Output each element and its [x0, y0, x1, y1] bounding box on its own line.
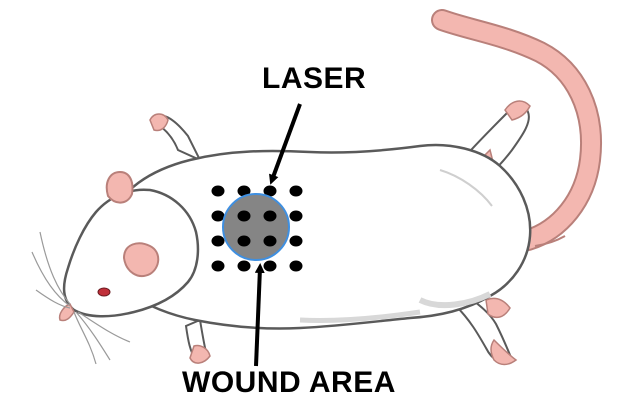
wound-area-label: WOUND AREA: [182, 366, 396, 400]
mouse-ear-top: [107, 172, 133, 203]
laser-dot: [212, 186, 225, 197]
laser-dot: [212, 211, 225, 222]
laser-dot: [264, 261, 277, 272]
mouse-front-leg-bottom: [186, 320, 210, 363]
laser-dot: [238, 261, 251, 272]
laser-label: LASER: [262, 62, 366, 96]
mouse-front-leg-top: [150, 114, 200, 160]
laser-dot: [238, 211, 251, 222]
laser-dot: [290, 261, 303, 272]
mouse-eye: [98, 288, 110, 296]
laser-dot: [212, 236, 225, 247]
laser-dot: [264, 211, 277, 222]
mouse-ear-bottom: [124, 243, 158, 276]
wound-area: [223, 194, 289, 260]
laser-dot: [290, 186, 303, 197]
laser-dot: [238, 236, 251, 247]
laser-dot: [264, 236, 277, 247]
laser-dot: [290, 211, 303, 222]
laser-dot: [212, 261, 225, 272]
laser-dot: [290, 236, 303, 247]
